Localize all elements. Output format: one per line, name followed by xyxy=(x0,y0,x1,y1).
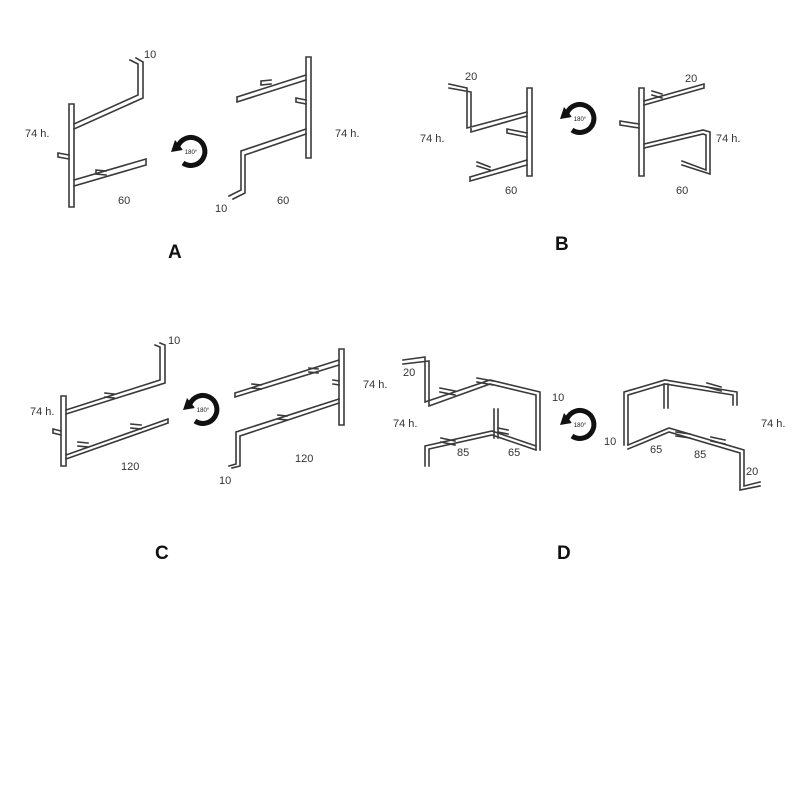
config-c-right-frame xyxy=(228,348,345,469)
config-c-left-frame xyxy=(52,341,170,467)
config-a-right-depth-label: 10 xyxy=(215,203,227,215)
config-b-rotate-icon: 180° xyxy=(560,102,597,135)
config-b-caption: B xyxy=(555,234,569,255)
config-d-right-height-label: 74 h. xyxy=(761,418,785,430)
config-d-left-frame xyxy=(402,356,541,467)
config-c-left-height-label: 74 h. xyxy=(30,406,54,418)
config-d-right-width-a-label: 65 xyxy=(650,444,662,456)
config-b-right-depth-label: 20 xyxy=(685,73,697,85)
config-b: 20 74 h. 60 180° 20 74 h. 60 B xyxy=(420,71,740,255)
config-a-rotate-label: 180° xyxy=(185,150,198,156)
config-b-rotate-label: 180° xyxy=(574,117,587,123)
config-d-rotate-icon: 180° xyxy=(560,408,597,441)
config-c-right-height-label: 74 h. xyxy=(363,379,387,391)
config-b-left-frame xyxy=(448,83,533,182)
config-a-left-width-label: 60 xyxy=(118,195,130,207)
config-c-right-width-label: 120 xyxy=(295,453,313,465)
config-d-left-width-a-label: 85 xyxy=(457,447,469,459)
config-c-right-depth-label: 10 xyxy=(219,475,231,487)
config-a-left-depth-label: 10 xyxy=(144,49,156,61)
config-c: 10 74 h. 120 180° 74 h. 10 120 C xyxy=(30,335,387,564)
config-d-left-depth-a-label: 20 xyxy=(403,367,415,379)
config-d-left-depth-b-label: 10 xyxy=(552,392,564,404)
config-b-left-width-label: 60 xyxy=(505,185,517,197)
config-a-right-frame xyxy=(227,56,312,201)
config-d-right-frame xyxy=(623,379,761,491)
config-c-left-depth-label: 10 xyxy=(168,335,180,347)
config-d-left-width-b-label: 65 xyxy=(508,447,520,459)
config-b-left-height-label: 74 h. xyxy=(420,133,444,145)
config-d-caption: D xyxy=(557,543,571,564)
config-c-rotate-label: 180° xyxy=(197,408,210,414)
config-c-rotate-icon: 180° xyxy=(183,393,220,426)
config-a: 10 74 h. 60 180° 74 h. 10 60 A xyxy=(25,49,359,263)
config-d: 20 74 h. 10 85 65 180° 74 h. 10 65 85 20… xyxy=(393,356,785,564)
config-b-right-frame xyxy=(619,83,711,177)
config-d-left-height-label: 74 h. xyxy=(393,418,417,430)
config-b-left-depth-label: 20 xyxy=(465,71,477,83)
config-c-left-width-label: 120 xyxy=(121,461,139,473)
config-c-caption: C xyxy=(155,543,169,564)
config-d-right-depth-b-label: 20 xyxy=(746,466,758,478)
config-d-rotate-label: 180° xyxy=(574,423,587,429)
config-b-right-width-label: 60 xyxy=(676,185,688,197)
config-b-right-height-label: 74 h. xyxy=(716,133,740,145)
config-a-rotate-icon: 180° xyxy=(171,135,208,168)
config-a-left-frame xyxy=(57,56,147,208)
config-a-right-width-label: 60 xyxy=(277,195,289,207)
config-a-caption: A xyxy=(168,242,182,263)
config-d-right-depth-a-label: 10 xyxy=(604,436,616,448)
config-a-right-height-label: 74 h. xyxy=(335,128,359,140)
config-a-left-height-label: 74 h. xyxy=(25,128,49,140)
config-d-right-width-b-label: 85 xyxy=(694,449,706,461)
